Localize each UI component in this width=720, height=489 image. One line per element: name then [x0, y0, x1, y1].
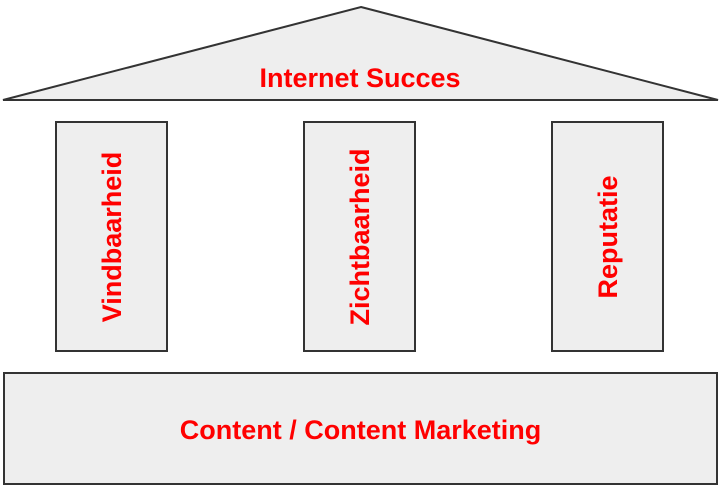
roof-shape: [2, 5, 719, 101]
pillar-label: Zichtbaarheid: [344, 147, 375, 326]
pillar-label: Reputatie: [592, 174, 623, 299]
pillar-vindbaarheid: Vindbaarheid: [55, 121, 168, 352]
pillar-reputatie: Reputatie: [551, 121, 664, 352]
roof-label: Internet Succes: [259, 63, 461, 93]
pillar-zichtbaarheid: Zichtbaarheid: [303, 121, 416, 352]
base-label: Content / Content Marketing: [179, 415, 542, 445]
pillar-label: Vindbaarheid: [96, 151, 127, 322]
base-foundation: Content / Content Marketing: [3, 372, 718, 485]
